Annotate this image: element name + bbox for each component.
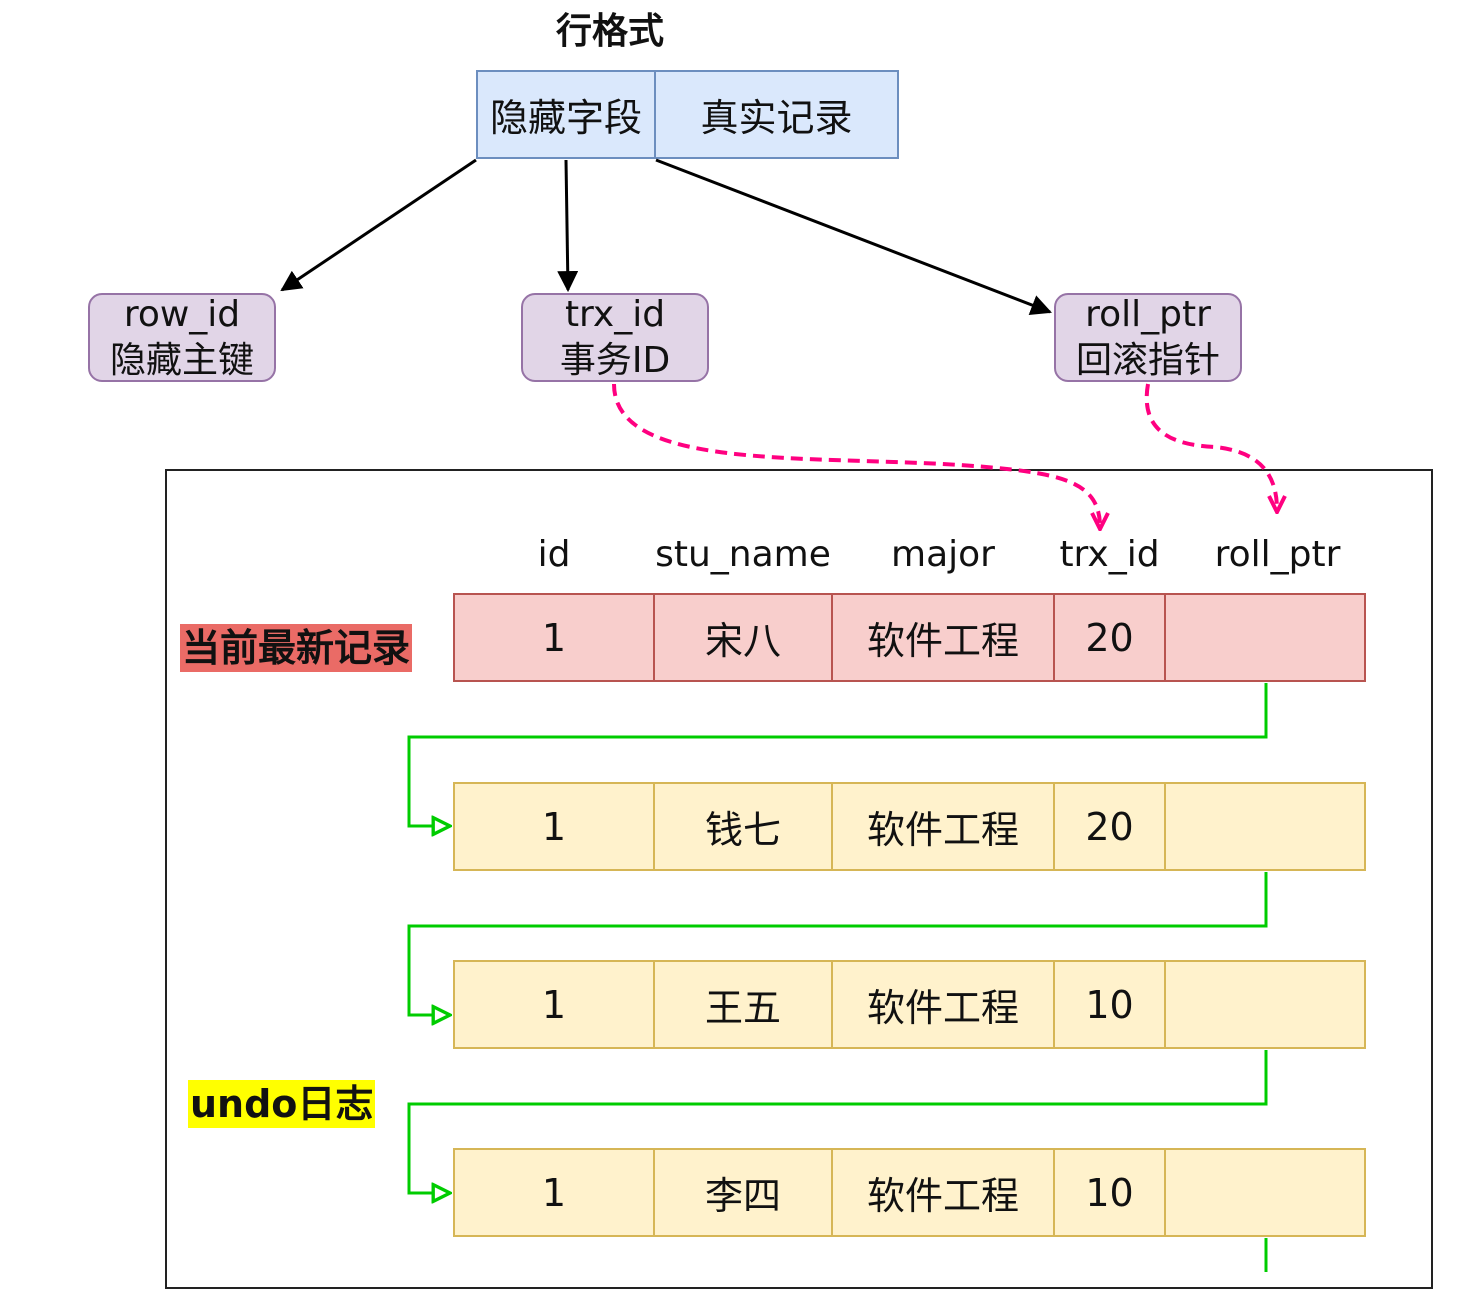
hidden-fields-cell: 隐藏字段 <box>476 70 656 159</box>
cell-stu-name: 李四 <box>653 1148 833 1237</box>
real-record-cell: 真实记录 <box>654 70 899 159</box>
record-row-current: 1 宋八 软件工程 20 <box>453 593 1366 682</box>
cell-trx-id: 10 <box>1053 960 1166 1049</box>
arrow-to-trx-id <box>557 159 579 293</box>
roll-ptr-pointer <box>1144 383 1277 510</box>
cell-trx-id: 20 <box>1053 782 1166 871</box>
cell-roll-ptr <box>1164 960 1366 1049</box>
cell-roll-ptr <box>1164 1148 1366 1237</box>
cell-major: 软件工程 <box>831 593 1055 682</box>
column-header-roll-ptr: roll_ptr <box>1214 534 1341 575</box>
column-header-stu-name: stu_name <box>655 534 831 575</box>
trx-id-desc: 事务ID <box>559 339 671 381</box>
column-header-id: id <box>537 534 571 575</box>
cell-stu-name: 宋八 <box>653 593 833 682</box>
trx-id-pointer <box>612 383 1100 527</box>
trx-id-node: trx_id 事务ID <box>521 293 709 382</box>
row-id-node: row_id 隐藏主键 <box>88 293 276 382</box>
cell-roll-ptr <box>1164 782 1366 871</box>
column-header-major: major <box>891 534 995 575</box>
undo-row: 1 钱七 软件工程 20 <box>453 782 1366 871</box>
cell-id: 1 <box>453 1148 655 1237</box>
cell-major: 软件工程 <box>831 960 1055 1049</box>
roll-ptr-node: roll_ptr 回滚指针 <box>1054 293 1242 382</box>
arrow-to-roll-ptr <box>655 158 1052 315</box>
cell-id: 1 <box>453 782 655 871</box>
roll-ptr-desc: 回滚指针 <box>1075 339 1220 381</box>
cell-stu-name: 钱七 <box>653 782 833 871</box>
row-id-desc: 隐藏主键 <box>109 339 254 381</box>
undo-log-label: undo日志 <box>188 1080 376 1128</box>
roll-ptr-name: roll_ptr <box>1085 293 1211 335</box>
cell-major: 软件工程 <box>831 782 1055 871</box>
cell-roll-ptr <box>1164 593 1366 682</box>
rollback-link <box>407 683 1268 826</box>
rollback-link <box>407 872 1268 1015</box>
arrow-to-row-id <box>280 158 477 292</box>
cell-id: 1 <box>453 593 655 682</box>
column-header-trx-id: trx_id <box>1059 534 1160 575</box>
current-record-label: 当前最新记录 <box>180 624 413 672</box>
undo-row: 1 王五 软件工程 10 <box>453 960 1366 1049</box>
trx-id-name: trx_id <box>564 293 666 335</box>
diagram-title: 行格式 <box>555 11 664 52</box>
cell-major: 软件工程 <box>831 1148 1055 1237</box>
rollback-link <box>407 1050 1268 1193</box>
undo-row: 1 李四 软件工程 10 <box>453 1148 1366 1237</box>
row-id-name: row_id <box>123 293 241 335</box>
cell-trx-id: 20 <box>1053 593 1166 682</box>
cell-stu-name: 王五 <box>653 960 833 1049</box>
cell-trx-id: 10 <box>1053 1148 1166 1237</box>
